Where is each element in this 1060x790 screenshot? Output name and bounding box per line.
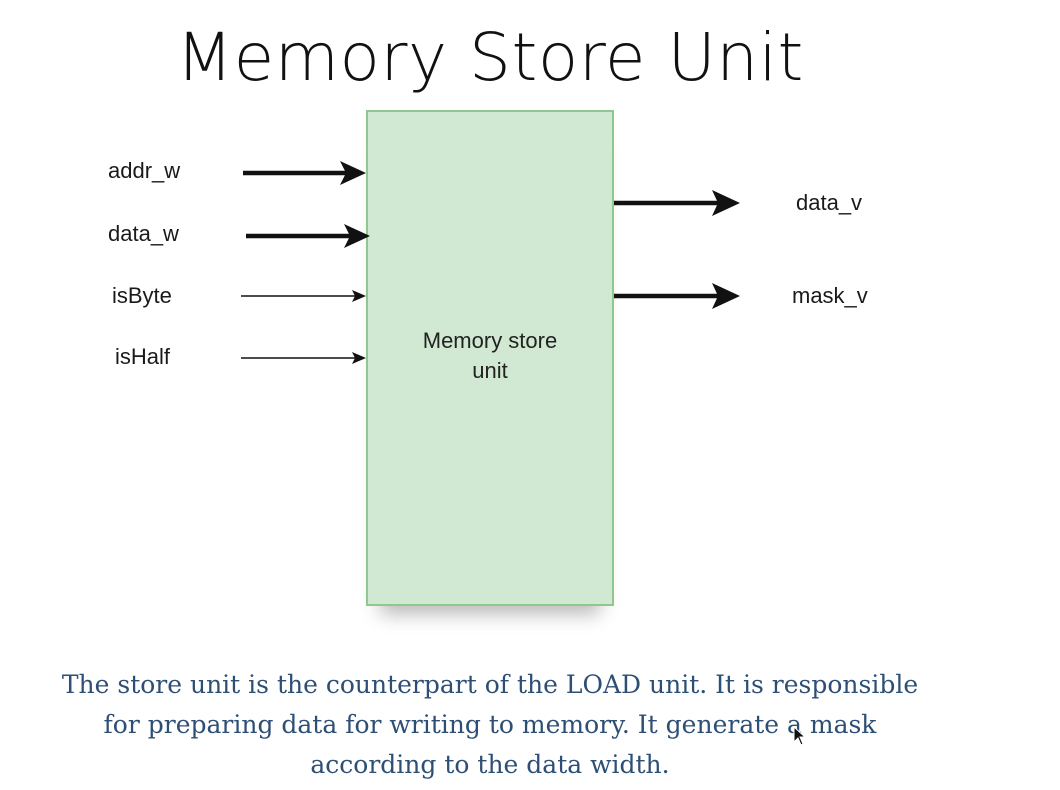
arrow-addr-w [243, 161, 366, 185]
slide-title: Memory Store Unit [176, 19, 804, 96]
arrow-data-v [614, 190, 740, 216]
arrow-isbyte [241, 290, 366, 302]
output-label-data-v: data_v [796, 190, 863, 215]
input-label-isbyte: isByte [112, 283, 172, 308]
block-label: Memory store unit [422, 328, 558, 383]
arrow-ishalf [241, 352, 366, 364]
memory-store-unit-block [366, 110, 614, 606]
arrow-data-w [246, 224, 370, 248]
input-label-ishalf: isHalf [115, 344, 171, 369]
mouse-cursor-icon [793, 726, 807, 746]
input-label-addr-w: addr_w [108, 158, 181, 183]
input-label-data-w: data_w [108, 221, 179, 246]
slide-caption: The store unit is the counterpart of the… [61, 670, 919, 779]
output-label-mask-v: mask_v [792, 283, 868, 308]
arrow-mask-v [614, 283, 740, 309]
